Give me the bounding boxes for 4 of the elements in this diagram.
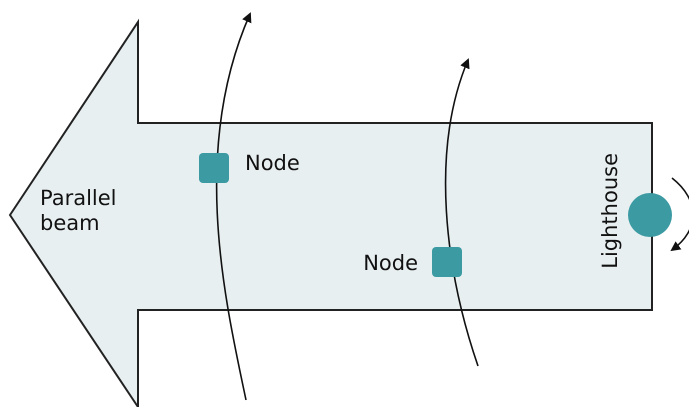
node-label: Node [363, 251, 418, 276]
node-label: Node [245, 151, 300, 176]
lighthouse-label: Lighthouse [598, 153, 623, 269]
arrow-label: Parallel beam [40, 186, 118, 236]
